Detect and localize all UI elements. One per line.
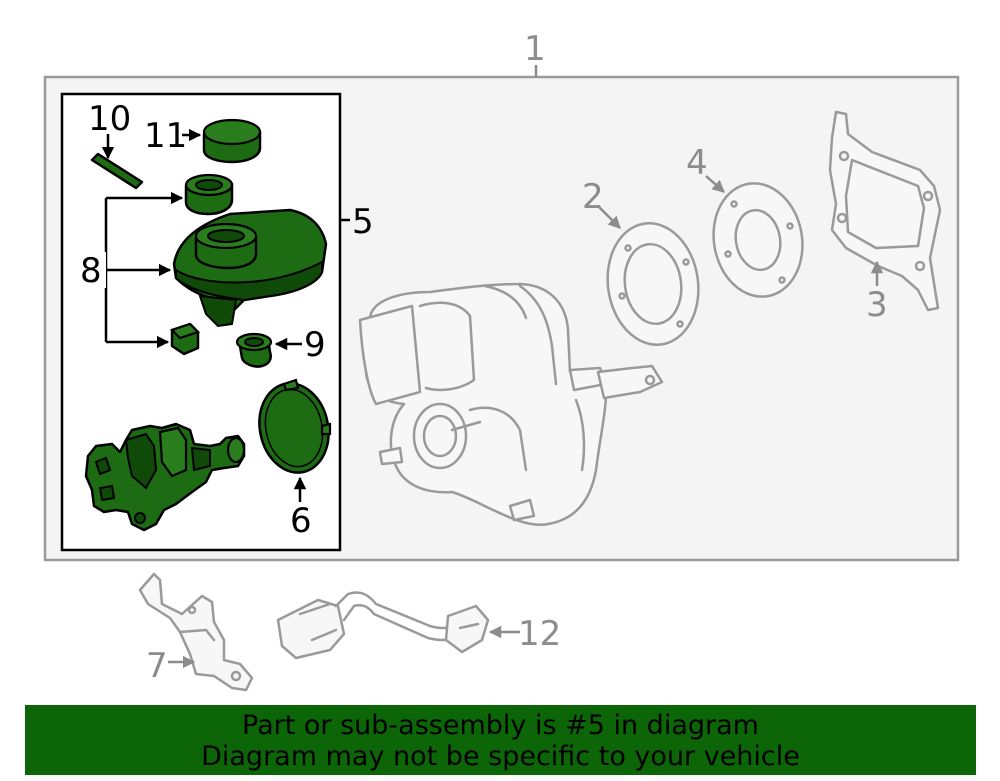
banner-line-2: Diagram may not be specific to your vehi…	[201, 741, 800, 772]
banner-line-1: Part or sub-assembly is #5 in diagram	[242, 710, 759, 741]
callout-12: 12	[518, 614, 561, 654]
callout-5: 5	[352, 202, 374, 242]
notice-banner: Part or sub-assembly is #5 in diagram Di…	[25, 705, 976, 775]
grommet-8c	[169, 322, 201, 356]
reservoir-cap-11	[202, 118, 262, 164]
callout-9: 9	[304, 325, 326, 365]
strainer-8a	[184, 173, 234, 216]
brake-booster-ghost	[358, 282, 664, 527]
reservoir-8b	[172, 208, 328, 328]
pin-10	[90, 152, 144, 190]
gasket-2-leader	[597, 205, 621, 229]
callout-7: 7	[146, 646, 168, 686]
callout-4: 4	[686, 143, 708, 183]
gasket-4-ghost	[712, 182, 804, 298]
callout-8-bg	[80, 252, 106, 288]
gasket-2-ghost	[606, 222, 700, 346]
callout-2: 2	[582, 177, 604, 217]
grommet-9	[235, 332, 273, 368]
master-cylinder	[84, 422, 246, 532]
callout-1: 1	[524, 29, 546, 69]
callout-11: 11	[144, 116, 187, 156]
callout-8: 8	[80, 251, 102, 291]
callout-3: 3	[866, 285, 888, 325]
callout-6: 6	[290, 501, 312, 541]
gasket-4-leader	[705, 175, 725, 193]
gasket-6	[258, 378, 332, 474]
bracket-7-ghost	[138, 572, 254, 692]
callout-10: 10	[88, 99, 131, 139]
sensor-12-ghost	[276, 591, 490, 660]
seal-3-ghost	[828, 110, 942, 312]
